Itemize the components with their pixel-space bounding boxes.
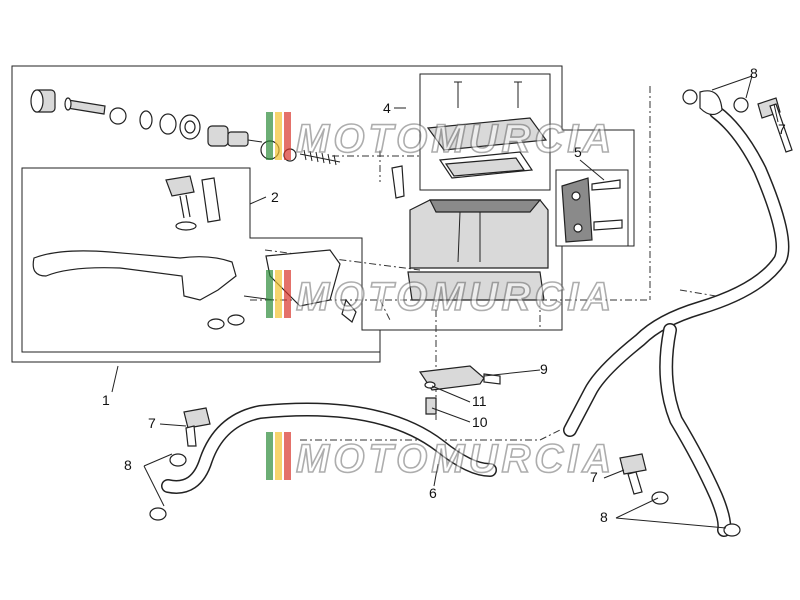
reservoir-cover (426, 81, 548, 179)
callout-7-top-right: 7 (778, 121, 786, 137)
callout-7-bottom-right: 7 (590, 469, 598, 485)
callout-labels: 1 2 4 5 6 7 7 7 8 8 8 9 10 11 (102, 65, 786, 525)
callout-8-top-right: 8 (750, 65, 758, 81)
alignment-lines (250, 86, 741, 441)
master-cylinder-body (391, 165, 549, 301)
watermark-middle: MOTOMURCIA (266, 270, 615, 320)
clutch-switch-assembly (418, 365, 501, 415)
clutch-lever (32, 175, 357, 330)
callout-11: 11 (472, 393, 487, 409)
callout-6: 6 (429, 485, 437, 501)
callout-8-bottom-right: 8 (600, 509, 608, 525)
callout-2: 2 (271, 189, 279, 205)
callout-7-left: 7 (148, 415, 156, 431)
callout-10: 10 (472, 414, 488, 430)
watermark-text: MOTOMURCIA (296, 437, 615, 481)
watermark-text: MOTOMURCIA (296, 275, 615, 319)
watermark-text: MOTOMURCIA (296, 117, 615, 161)
leader-lines (111, 75, 779, 529)
callout-4: 4 (383, 100, 391, 116)
callout-1: 1 (102, 392, 110, 408)
banjo-bolts-and-washers (149, 89, 793, 537)
callout-5: 5 (574, 144, 582, 160)
watermark-top: MOTOMURCIA (266, 112, 615, 162)
callout-8-left: 8 (124, 457, 132, 473)
lever-frame-2 (21, 167, 381, 353)
reservoir-cover-frame-4 (419, 73, 551, 191)
clutch-hoses (161, 90, 790, 537)
watermark-bottom: MOTOMURCIA (266, 432, 615, 482)
piston-seal-kit (30, 89, 341, 166)
handlebar-clamp (561, 177, 623, 243)
callout-9: 9 (540, 361, 548, 377)
